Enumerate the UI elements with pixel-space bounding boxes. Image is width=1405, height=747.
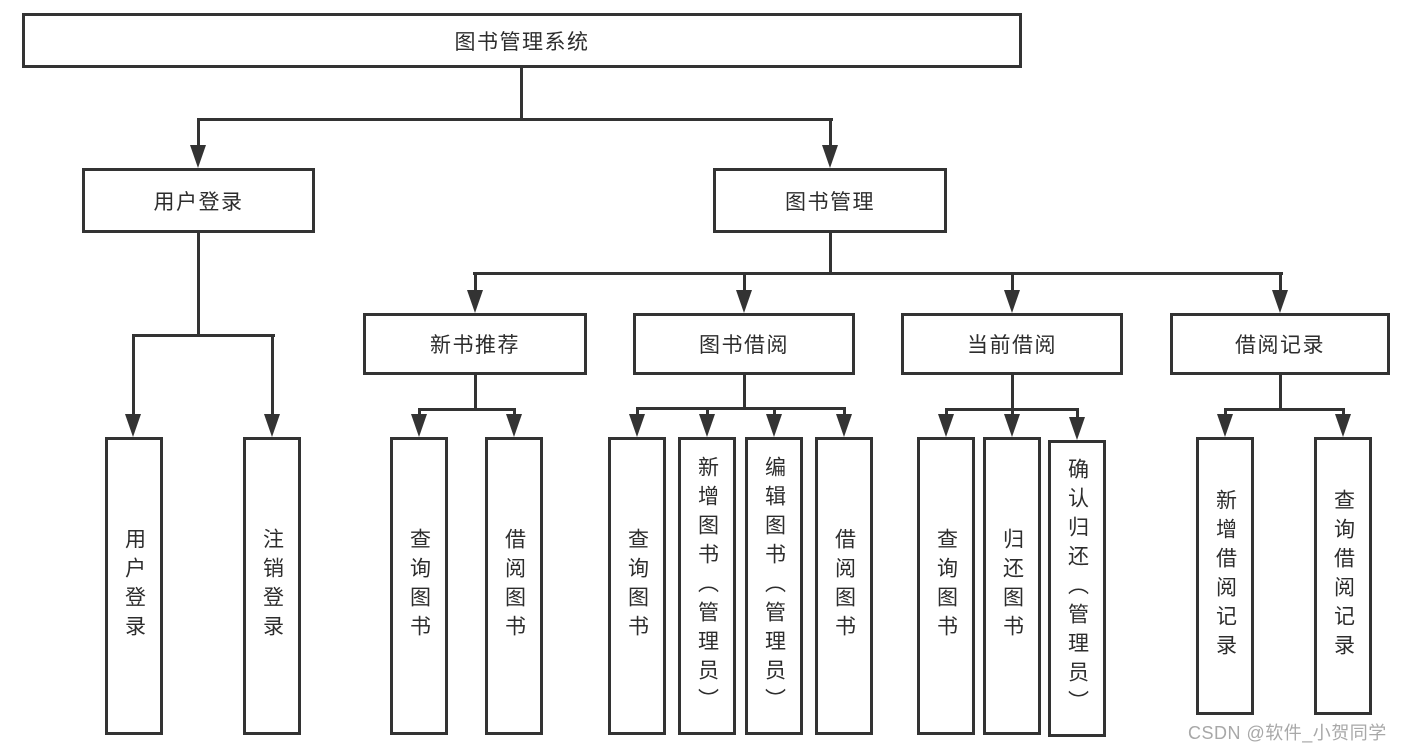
leaf-br-query: 查询借阅记录 <box>1314 437 1372 715</box>
connector-line <box>418 408 516 411</box>
connector-line <box>473 272 1283 275</box>
connector-line <box>706 407 709 417</box>
leaf-nb-query: 查询图书 <box>390 437 448 735</box>
connector-line <box>1011 408 1014 417</box>
arrow-down-icon <box>629 414 645 437</box>
arrow-down-icon <box>766 414 782 437</box>
connector-line <box>271 334 274 416</box>
node-book-mgmt: 图书管理 <box>713 168 947 233</box>
connector-line <box>843 407 846 417</box>
leaf-user-login: 用户登录 <box>105 437 163 735</box>
connector-line <box>1279 375 1282 411</box>
connector-line <box>132 334 135 416</box>
connector-line <box>132 334 275 337</box>
arrow-down-icon <box>506 414 522 437</box>
arrow-down-icon <box>1004 414 1020 437</box>
leaf-nb-borrow: 借阅图书 <box>485 437 543 735</box>
arrow-down-icon <box>736 290 752 313</box>
node-user-login-label: 用户登录 <box>153 190 244 214</box>
node-borrow-record: 借阅记录 <box>1170 313 1390 375</box>
arrow-down-icon <box>1272 290 1288 313</box>
connector-line <box>1224 408 1227 417</box>
leaf-bb-edit-label: 编辑图书（管理员） <box>762 455 786 717</box>
connector-line <box>418 408 421 417</box>
connector-line <box>474 272 477 292</box>
arrow-down-icon <box>1217 414 1233 437</box>
leaf-br-add: 新增借阅记录 <box>1196 437 1254 715</box>
arrow-down-icon <box>1335 414 1351 437</box>
connector-line <box>197 118 833 121</box>
node-current-borrow-label: 当前借阅 <box>967 334 1057 357</box>
leaf-bb-query: 查询图书 <box>608 437 666 735</box>
leaf-br-query-label: 查询借阅记录 <box>1331 489 1355 663</box>
connector-line <box>1342 408 1345 417</box>
connector-line <box>1076 408 1079 417</box>
node-root: 图书管理系统 <box>22 13 1022 68</box>
arrow-down-icon <box>699 414 715 437</box>
arrow-down-icon <box>822 145 838 168</box>
node-new-book-rec-label: 新书推荐 <box>430 334 520 357</box>
leaf-cb-return: 归还图书 <box>983 437 1041 735</box>
connector-line <box>513 408 516 417</box>
connector-line <box>1224 408 1345 411</box>
arrow-down-icon <box>467 290 483 313</box>
node-user-login: 用户登录 <box>82 168 315 233</box>
node-root-label: 图书管理系统 <box>454 30 590 54</box>
arrow-down-icon <box>836 414 852 437</box>
leaf-cb-query: 查询图书 <box>917 437 975 735</box>
node-borrow-record-label: 借阅记录 <box>1235 334 1325 357</box>
leaf-cb-confirm-label: 确认归还（管理员） <box>1065 458 1089 719</box>
leaf-bb-edit: 编辑图书（管理员） <box>745 437 803 735</box>
node-new-book-rec: 新书推荐 <box>363 313 587 375</box>
node-book-borrow-label: 图书借阅 <box>699 334 789 357</box>
watermark-text: CSDN @软件_小贺同学 <box>1188 723 1387 743</box>
leaf-bb-query-label: 查询图书 <box>625 528 649 644</box>
leaf-bb-add-label: 新增图书（管理员） <box>695 455 719 717</box>
connector-line <box>743 375 746 410</box>
node-current-borrow: 当前借阅 <box>901 313 1123 375</box>
node-book-mgmt-label: 图书管理 <box>785 190 875 214</box>
connector-line <box>773 407 776 417</box>
connector-line <box>945 408 948 417</box>
arrow-down-icon <box>1069 417 1085 440</box>
leaf-bb-borrow: 借阅图书 <box>815 437 873 735</box>
arrow-down-icon <box>938 414 954 437</box>
arrow-down-icon <box>1004 290 1020 313</box>
leaf-cb-confirm: 确认归还（管理员） <box>1048 440 1106 737</box>
arrow-down-icon <box>125 414 141 437</box>
arrow-down-icon <box>264 414 280 437</box>
leaf-cb-return-label: 归还图书 <box>1000 528 1024 644</box>
arrow-down-icon <box>411 414 427 437</box>
leaf-bb-add: 新增图书（管理员） <box>678 437 736 735</box>
connector-line <box>636 407 846 410</box>
connector-line <box>520 68 523 121</box>
leaf-logout: 注销登录 <box>243 437 301 735</box>
connector-line <box>743 272 746 292</box>
leaf-bb-borrow-label: 借阅图书 <box>832 528 856 644</box>
connector-line <box>1011 272 1014 292</box>
leaf-user-login-label: 用户登录 <box>122 528 146 644</box>
leaf-nb-borrow-label: 借阅图书 <box>502 528 526 644</box>
arrow-down-icon <box>190 145 206 168</box>
connector-line <box>197 233 200 337</box>
connector-line <box>197 118 200 148</box>
connector-line <box>1011 375 1014 411</box>
leaf-br-add-label: 新增借阅记录 <box>1213 489 1237 663</box>
leaf-cb-query-label: 查询图书 <box>934 528 958 644</box>
connector-line <box>636 407 639 417</box>
connector-line <box>829 118 832 148</box>
connector-line <box>829 233 832 275</box>
connector-line <box>1279 272 1282 292</box>
node-book-borrow: 图书借阅 <box>633 313 855 375</box>
connector-line <box>474 375 477 411</box>
leaf-nb-query-label: 查询图书 <box>407 528 431 644</box>
leaf-logout-label: 注销登录 <box>260 528 284 644</box>
